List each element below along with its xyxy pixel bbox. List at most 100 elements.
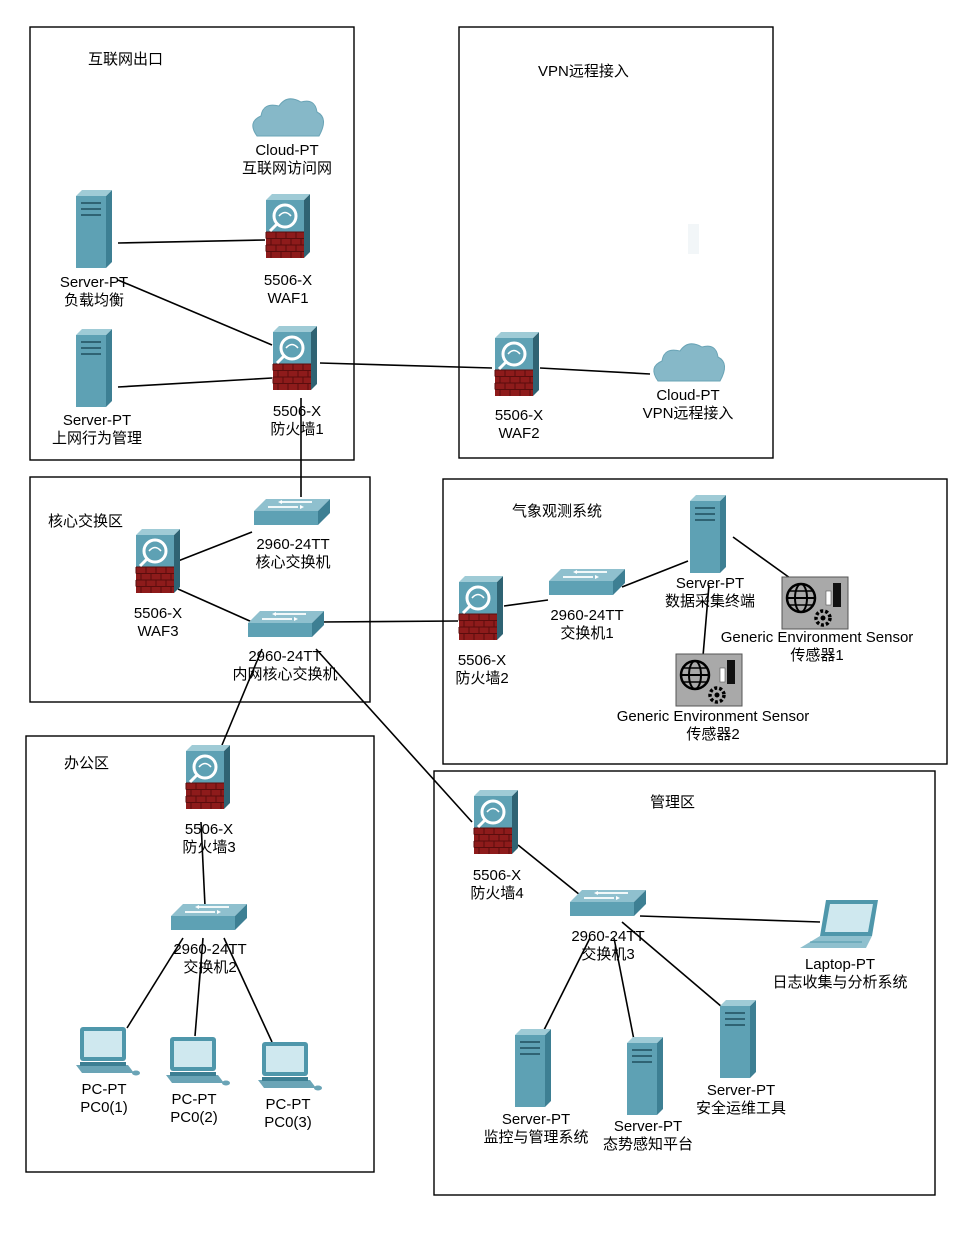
firewall-icon [265,194,310,258]
device-model: 5506-X [458,652,506,669]
pc-icon [258,1042,322,1091]
pc-icon [166,1037,230,1086]
device-name: WAF3 [137,623,178,640]
switch-icon [570,890,646,916]
link-fw2-sw1 [503,599,549,607]
device-model: Laptop-PT [805,956,875,973]
zone-title-office: 办公区 [64,755,109,772]
sensor-icon [675,653,743,707]
device-model: 5506-X [473,867,521,884]
firewall-icon [272,326,317,390]
device-name: 核心交换机 [255,553,330,571]
server-icon [720,1000,756,1078]
device-name: 内网核心交换机 [232,665,337,683]
device-model: Cloud-PT [656,387,719,404]
firewall-icon [473,790,518,854]
device-model: PC-PT [266,1096,311,1113]
switch-icon [171,904,247,930]
device-name: WAF2 [498,425,539,442]
link-sw3-srv_situation [613,937,635,1041]
link-fw1-waf2 [319,362,493,369]
device-model: Generic Environment Sensor [721,629,914,646]
device-name: 传感器2 [686,726,739,743]
device-model: 5506-X [264,272,312,289]
device-name: 数据采集终端 [665,593,755,610]
link-waf3-sw_core [177,531,253,562]
device-model: 5506-X [273,403,321,420]
server-icon [627,1037,663,1115]
cloud-icon [252,98,324,137]
device-model: PC-PT [82,1081,127,1098]
device-name: 交换机2 [183,958,236,976]
device-model: Server-PT [63,412,131,429]
link-sw_inner-fw3 [221,648,263,746]
device-name: 负载均衡 [64,292,124,309]
device-name: 监控与管理系统 [483,1129,588,1146]
device-name: 态势感知平台 [603,1136,693,1153]
device-name: 安全运维工具 [696,1099,786,1117]
link-srv_lb-waf1 [117,239,266,244]
link-sw3-srv_ops [621,921,723,1008]
link-srv_lb-fw1 [117,279,273,346]
server-icon [76,329,112,407]
device-name: PC0(1) [80,1099,128,1116]
zone-title-mgmt: 管理区 [650,794,695,811]
cloud-icon [653,343,725,382]
firewall-icon [135,529,180,593]
device-name: PC0(3) [264,1114,312,1131]
device-name: 互联网访问网 [242,160,332,177]
switch-icon [248,611,324,637]
link-srv_data-sensor1 [732,536,791,579]
device-name: 防火墙1 [270,421,323,438]
firewall-icon [458,576,503,640]
device-model: 2960-24TT [256,536,329,553]
link-sw2-pc3 [223,937,273,1043]
device-name: WAF1 [267,290,308,307]
device-model: 2960-24TT [248,648,321,665]
device-model: 2960-24TT [571,928,644,945]
switch-icon [549,569,625,595]
device-model: Server-PT [707,1082,775,1099]
